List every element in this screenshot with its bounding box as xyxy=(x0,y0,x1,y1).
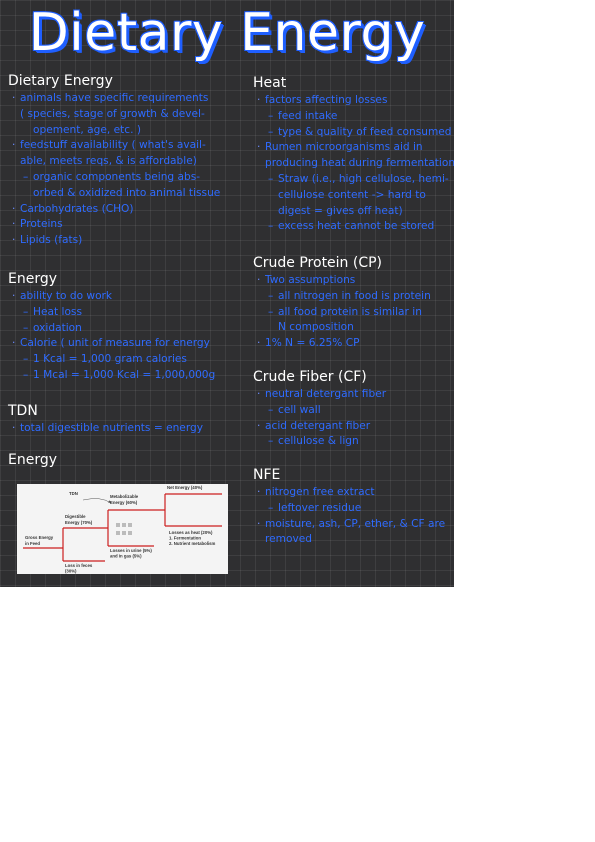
note-line: Lipids (fats) xyxy=(8,233,220,249)
note-line: organic components being abs- xyxy=(8,170,220,186)
note-line: removed xyxy=(265,533,312,546)
label-tdn: TDN xyxy=(69,491,78,496)
label-digestible-2: Energy (70%) xyxy=(65,520,93,525)
note-line: Heat loss xyxy=(8,305,215,321)
page-title: Dietary Energy xyxy=(28,3,426,63)
section-heading: Dietary Energy xyxy=(8,73,113,89)
section-energy: Energy ability to do work Heat loss oxid… xyxy=(8,270,215,384)
small-icons xyxy=(116,523,132,535)
note-line: feed intake xyxy=(253,109,454,125)
label-gross-2: in Feed xyxy=(25,541,40,546)
note-line: Calorie ( unit of measure for energy xyxy=(8,336,215,352)
heat-icon xyxy=(128,531,132,535)
note-line: ability to do work xyxy=(8,289,215,305)
section-heading: NFE xyxy=(253,467,281,483)
section-crude-fiber: Crude Fiber (CF) neutral detergant fiber… xyxy=(253,368,386,450)
note-line: moisture, ash, CP, ether, & CF are xyxy=(253,517,445,533)
tdn-arrow xyxy=(82,498,112,504)
label-feces-1: Loss in feces xyxy=(65,563,93,568)
note-line: Two assumptions xyxy=(253,273,431,289)
section-heading: Heat xyxy=(253,75,287,91)
section-energy-diagram-heading: Energy xyxy=(8,451,57,470)
label-heat-3: 2. Nutrient metabolism xyxy=(169,541,215,546)
energy-flow-svg: TDN Metabolizable Energy (60%) Digestibl… xyxy=(23,485,222,574)
note-line: digest = gives off heat) xyxy=(278,204,403,217)
flow-lines xyxy=(23,493,222,562)
label-urine-2: and in gas (5%) xyxy=(110,554,142,559)
label-metabolizable-1: Metabolizable xyxy=(110,494,139,499)
note-line: neutral detergant fiber xyxy=(253,387,386,403)
note-line: Carbohydrates (CHO) xyxy=(8,202,220,218)
note-line: feedstuff availability ( what's avail- xyxy=(8,138,220,154)
note-line: able, meets reqs, & is affordable) xyxy=(20,155,197,168)
note-line: type & quality of feed consumed xyxy=(253,125,454,141)
section-heading: TDN xyxy=(8,403,38,419)
section-heat: Heat factors affecting losses feed intak… xyxy=(253,74,454,235)
note-line: Proteins xyxy=(8,217,220,233)
note-line: acid detergant fiber xyxy=(253,419,386,435)
note-line: all nitrogen in food is protein xyxy=(253,289,431,305)
note-line: total digestible nutrients = energy xyxy=(8,421,203,437)
note-line: ( species, stage of growth & devel- xyxy=(20,107,205,120)
section-nfe: NFE nitrogen free extract leftover resid… xyxy=(253,466,445,548)
label-feces-2: (30%) xyxy=(65,569,77,574)
note-line: cell wall xyxy=(253,403,386,419)
note-line: cellulose & lign xyxy=(253,434,386,450)
label-heat-1: Losses as heat (20%) xyxy=(169,530,213,535)
note-line: excess heat cannot be stored xyxy=(253,219,454,235)
note-line: nitrogen free extract xyxy=(253,485,445,501)
label-urine-1: Losses in urine (5%) xyxy=(110,548,152,553)
scale-icon xyxy=(116,523,120,527)
label-digestible-1: Digestible xyxy=(65,514,86,519)
note-line: Rumen microorganisms aid in xyxy=(253,140,454,156)
section-heading: Crude Fiber (CF) xyxy=(253,369,367,385)
tdn-arrowhead xyxy=(108,500,111,503)
label-metabolizable-2: Energy (60%) xyxy=(110,500,138,505)
section-heading: Energy xyxy=(8,452,58,468)
note-line: 1 Mcal = 1,000 Kcal = 1,000,000g xyxy=(8,368,215,384)
notes-sheet: Dietary Energy Dietary Energy animals ha… xyxy=(0,0,454,587)
note-line: leftover residue xyxy=(253,501,445,517)
note-line: Straw (i.e., high cellulose, hemi- xyxy=(253,172,454,188)
section-heading: Crude Protein (CP) xyxy=(253,255,383,271)
energy-partition-diagram: TDN Metabolizable Energy (60%) Digestibl… xyxy=(17,484,228,574)
section-heading: Energy xyxy=(8,271,58,287)
note-line: cellulose content -> hard to xyxy=(278,188,426,201)
note-line: animals have specific requirements xyxy=(8,91,220,107)
note-line: opement, age, etc. ) xyxy=(33,123,141,136)
animal-icon xyxy=(128,523,132,527)
label-net-energy: Net Energy (40%) xyxy=(167,485,203,490)
note-line: producing heat during fermentation xyxy=(265,157,454,170)
feed-icon xyxy=(122,523,126,527)
section-crude-protein: Crude Protein (CP) Two assumptions all n… xyxy=(253,254,431,352)
note-line: 1 Kcal = 1,000 gram calories xyxy=(8,352,215,368)
note-line: factors affecting losses xyxy=(253,93,454,109)
note-line: orbed & oxidized into animal tissue xyxy=(33,186,221,199)
note-line: oxidation xyxy=(8,321,215,337)
urine-icon xyxy=(122,531,126,535)
label-gross-1: Gross Energy xyxy=(25,535,54,540)
section-tdn: TDN total digestible nutrients = energy xyxy=(8,402,203,437)
note-line: all food protein is similar in xyxy=(253,305,431,321)
label-heat-2: 1. Fermentation xyxy=(169,536,201,541)
section-dietary-energy: Dietary Energy animals have specific req… xyxy=(8,72,220,249)
gas-icon xyxy=(116,531,120,535)
note-line: 1% N = 6.25% CP xyxy=(253,336,431,352)
note-line: N composition xyxy=(278,321,354,334)
